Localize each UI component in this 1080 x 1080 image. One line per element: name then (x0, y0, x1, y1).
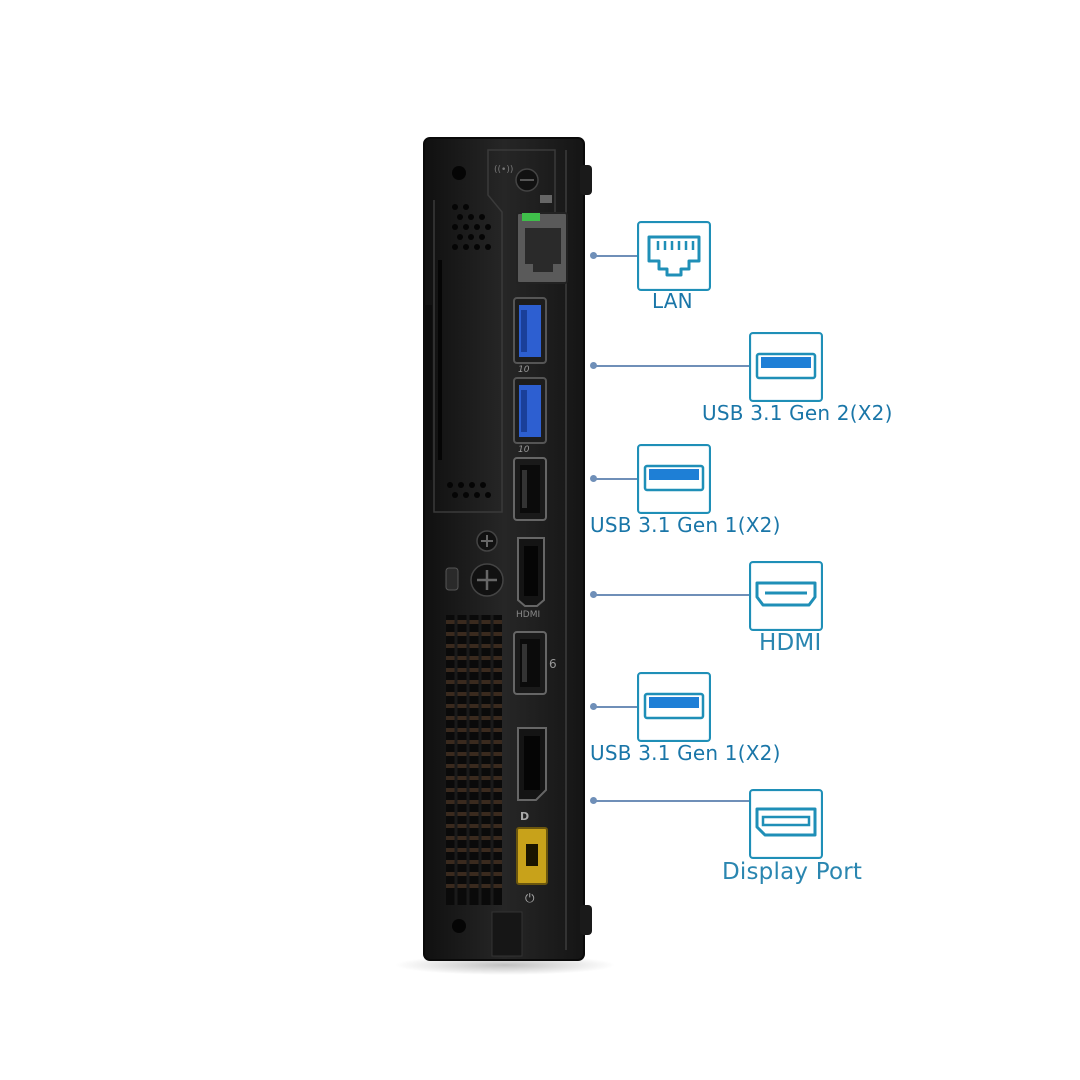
usb-gen1-b-icon-box (637, 672, 711, 742)
connector-line-usb-gen2 (594, 365, 750, 367)
vent-slots (438, 260, 442, 460)
connector-dot-usb-gen2 (590, 362, 597, 369)
port-label-hdmi: HDMI (759, 630, 822, 656)
port-label-displayport: Display Port (722, 859, 863, 885)
usb-port-icon (755, 352, 817, 380)
connector-line-displayport (594, 800, 750, 802)
usb-speed-mark-2: 10 (518, 445, 530, 455)
connector-dot-usb-gen1-a (590, 475, 597, 482)
port-label-lan: LAN (652, 289, 693, 313)
port-label-usb-gen2: USB 3.1 Gen 2(X2) (702, 401, 893, 425)
svg-text:⏻: ⏻ (525, 891, 535, 905)
usb-port-icon (643, 464, 705, 492)
lan-icon-box (637, 221, 711, 291)
usb-gen1-port-2 (513, 631, 547, 695)
usb-speed-mark-1: 10 (518, 365, 530, 375)
rj45-icon (647, 235, 701, 277)
hdmi-port-icon (755, 581, 817, 607)
connector-line-usb-gen1-a (594, 478, 638, 480)
connector-dot-displayport (590, 797, 597, 804)
usb-gen1-a-icon-box (637, 444, 711, 514)
usb-gen1-port-1 (513, 457, 547, 521)
vent-holes-top (452, 204, 491, 250)
usb-gen2-icon-box (749, 332, 823, 402)
usb-port-icon (643, 692, 705, 720)
power-port (516, 827, 548, 885)
usb-gen2-port-2 (513, 377, 547, 444)
exhaust-grille (446, 615, 502, 905)
displayport-port (517, 727, 547, 801)
connector-dot-usb-gen1-b (590, 703, 597, 710)
hdmi-icon-box (749, 561, 823, 631)
svg-text:((•)): ((•)) (494, 165, 513, 175)
port-label-usb-gen1-a: USB 3.1 Gen 1(X2) (590, 513, 781, 537)
connector-line-hdmi (594, 594, 750, 596)
connector-dot-hdmi (590, 591, 597, 598)
connector-line-lan (594, 255, 638, 257)
usb-gen2-port-1 (513, 297, 547, 364)
connector-dot-lan (590, 252, 597, 259)
hdmi-port (517, 537, 545, 607)
svg-text:D: D (520, 810, 529, 823)
displayport-icon-box (749, 789, 823, 859)
displayport-icon (755, 807, 817, 837)
port-number-mark: 6 (549, 657, 557, 671)
connector-line-usb-gen1-b (594, 706, 638, 708)
lan-port (516, 212, 568, 284)
port-label-usb-gen1-b: USB 3.1 Gen 1(X2) (590, 741, 781, 765)
hdmi-mark: HDMI (516, 610, 540, 620)
